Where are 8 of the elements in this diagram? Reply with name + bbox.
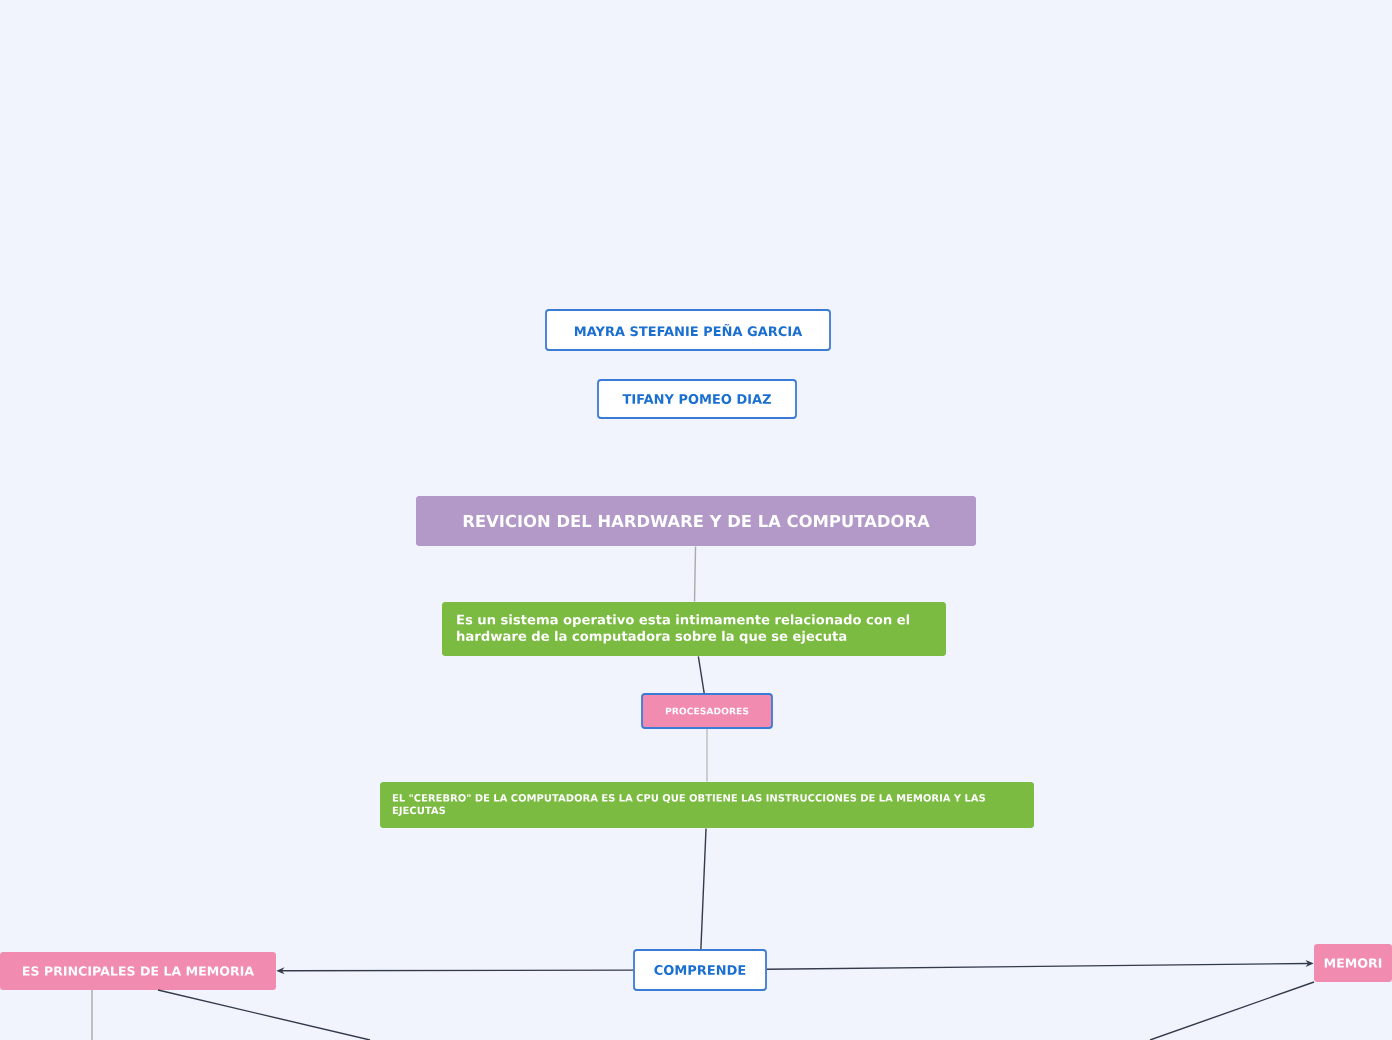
connector-line xyxy=(1149,981,1315,1040)
connector-line xyxy=(693,545,697,603)
title-box: REVICION DEL HARDWARE Y DE LA COMPUTADORA xyxy=(416,496,976,546)
connector-line xyxy=(697,655,705,694)
connector-line xyxy=(157,989,371,1040)
connector-line xyxy=(700,827,707,950)
connector-line xyxy=(706,728,708,783)
connector-line xyxy=(91,989,93,1040)
